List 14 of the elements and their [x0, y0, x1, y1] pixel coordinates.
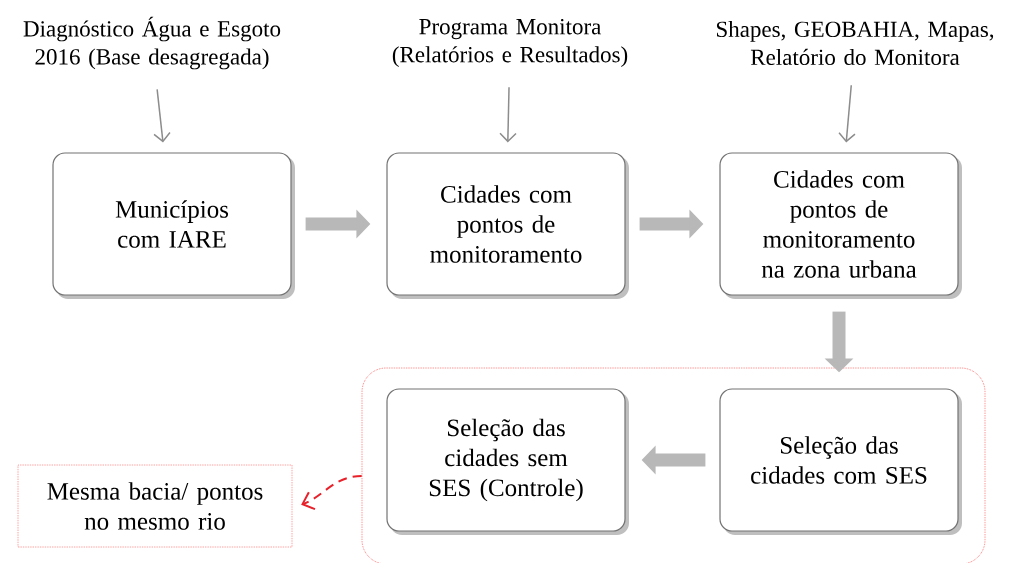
process-box: Cidades com pontos de monitoramento	[386, 152, 629, 299]
process-box: Seleção das cidades sem SES (Controle)	[386, 388, 629, 535]
dotted-region	[361, 367, 986, 563]
source-label: Programa Monitora (Relatórios e Resultados)	[392, 18, 628, 68]
source-label: Shapes, GEOBAHIA, Mapas, Relatório do Monitora	[716, 20, 994, 66]
process-box: Cidades com pontos de monitoramento na zona urbana	[719, 152, 962, 299]
source-label: Diagnóstico Água e Esgoto 2016 (Base desagregada)	[23, 16, 281, 70]
dashed-arrow	[301, 475, 363, 511]
note-box: Mesma bacia/ pontos no mesmo rio	[17, 464, 293, 548]
arrow	[153, 88, 171, 143]
arrow	[838, 84, 856, 143]
arrow	[499, 86, 517, 143]
process-box: Seleção das cidades com SES	[719, 388, 962, 535]
process-box: Municípios com IARE	[52, 152, 295, 299]
